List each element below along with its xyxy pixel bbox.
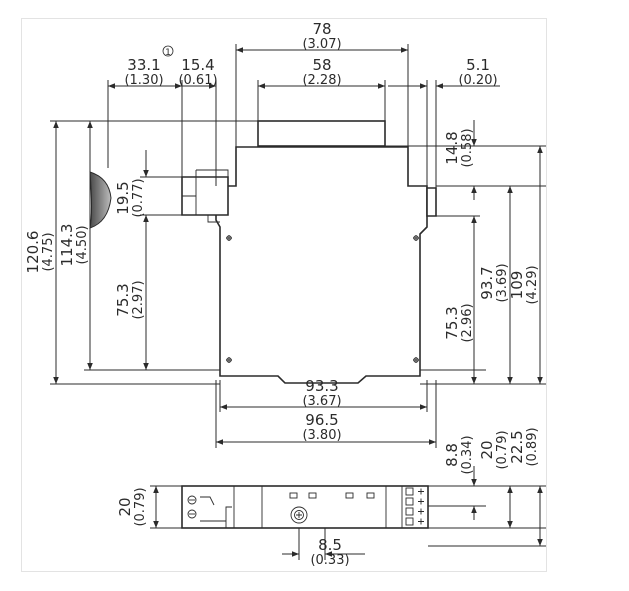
right-dimension-lines [385, 120, 546, 385]
dim-109-inch: (4.29) [525, 265, 540, 304]
dim-109-value: 109 [508, 271, 526, 300]
dim-75-3-right-value: 75.3 [443, 306, 461, 339]
left-dimension-lines [50, 120, 258, 385]
dim-93-3-inch: (3.67) [302, 394, 341, 409]
dim-22-5-inch: (0.89) [525, 427, 540, 466]
dim-8-5-inch: (0.33) [310, 553, 349, 568]
dim-114-3-inch: (4.50) [75, 225, 90, 264]
top-view-dimension-lines [150, 466, 546, 560]
dim-93-3-value: 93.3 [305, 377, 338, 395]
dim-5-1-inch: (0.20) [458, 73, 497, 88]
dim-8-8-value: 8.8 [443, 443, 461, 467]
dim-20-left-value: 20 [116, 497, 134, 516]
dim-15-4-inch: (0.61) [178, 73, 217, 88]
dim-20-left-inch: (0.79) [133, 487, 148, 526]
dim-93-7-value: 93.7 [478, 266, 496, 299]
device-side-view [89, 120, 437, 384]
dim-78-value: 78 [312, 20, 331, 38]
top-dimension-lines [107, 44, 500, 188]
rotary-switch [290, 506, 308, 524]
dim-75-3-right-inch: (2.96) [460, 303, 475, 342]
dim-78-inch: (3.07) [302, 37, 341, 52]
terminal-block-right [405, 487, 424, 526]
device-top-view [181, 485, 429, 529]
knob-shaded [89, 171, 112, 229]
dim-120-6-value: 120.6 [24, 231, 42, 274]
dim-58-inch: (2.28) [302, 73, 341, 88]
dim-19-5-value: 19.5 [114, 181, 132, 214]
top-rail [257, 120, 386, 147]
dim-14-8-value: 14.8 [443, 131, 461, 164]
dim-96-5-inch: (3.80) [302, 428, 341, 443]
left-connector [181, 176, 229, 216]
dim-5-1-value: 5.1 [466, 56, 490, 74]
right-connector [426, 187, 437, 217]
housing-outline [215, 146, 428, 384]
dim-75-3-left-value: 75.3 [114, 283, 132, 316]
dim-22-5-value: 22.5 [508, 430, 526, 463]
frame-border [21, 18, 547, 572]
dim-96-5-value: 96.5 [305, 411, 338, 429]
dim-120-6-inch: (4.75) [41, 232, 56, 271]
dim-14-8-inch: (0.58) [460, 128, 475, 167]
footnote-mark: 1 [165, 48, 171, 58]
top-view-outline [181, 485, 429, 529]
dim-15-4-value: 15.4 [181, 56, 214, 74]
dim-20-right-value: 20 [478, 440, 496, 459]
dim-19-5-inch: (0.77) [131, 178, 146, 217]
footnote-circle [162, 45, 174, 57]
dim-33-1-inch: (1.30) [124, 73, 163, 88]
bottom-dimension-lines [215, 380, 437, 448]
dim-33-1-value: 33.1 [127, 56, 160, 74]
dim-8-8-inch: (0.34) [460, 435, 475, 474]
dim-93-7-inch: (3.69) [495, 263, 510, 302]
screw-marks [226, 235, 419, 363]
dim-114-3-value: 114.3 [58, 224, 76, 267]
dim-8-5-value: 8.5 [318, 536, 342, 554]
dim-58-value: 58 [312, 56, 331, 74]
dim-20-right-inch: (0.79) [495, 430, 510, 469]
dim-75-3-left-inch: (2.97) [131, 280, 146, 319]
